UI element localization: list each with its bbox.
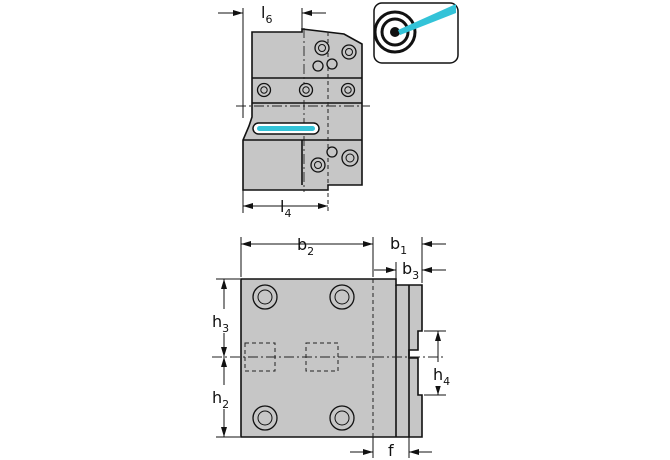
screw-hole bbox=[314, 40, 330, 56]
screw-hole bbox=[318, 44, 326, 52]
arrow-head bbox=[422, 267, 432, 273]
arrow-head bbox=[233, 10, 243, 16]
dimension-h4: h4 bbox=[424, 330, 460, 396]
arrow-head bbox=[302, 10, 312, 16]
label-l6: l6 bbox=[261, 3, 272, 26]
arrow-head bbox=[221, 427, 227, 437]
label-b1: b1 bbox=[390, 234, 407, 257]
coolant-jet bbox=[398, 4, 456, 35]
screw-hole bbox=[310, 157, 326, 173]
bolt-hole bbox=[329, 405, 355, 431]
dimension-f: f bbox=[350, 437, 432, 460]
hidden-pocket bbox=[305, 342, 339, 372]
arrow-head bbox=[318, 203, 328, 209]
dimension-b2: b2 bbox=[240, 235, 374, 277]
bolt-hole bbox=[334, 410, 350, 426]
label-f: f bbox=[388, 441, 394, 460]
bolt-hole bbox=[257, 289, 273, 305]
arrow-head bbox=[409, 449, 419, 455]
arrow-head bbox=[435, 385, 441, 395]
arrow-head bbox=[363, 241, 373, 247]
arrow-head bbox=[221, 347, 227, 357]
dimension-l6: l6 bbox=[218, 3, 326, 118]
label-h4: h4 bbox=[433, 365, 450, 388]
screw-hole bbox=[312, 60, 324, 72]
coolant-target-icon bbox=[373, 2, 459, 64]
label-b3: b3 bbox=[402, 259, 419, 282]
label-h2: h2 bbox=[212, 388, 229, 411]
arrow-head bbox=[221, 279, 227, 289]
screw-hole bbox=[340, 82, 356, 98]
screw-hole bbox=[326, 146, 338, 158]
arrow-head bbox=[386, 267, 396, 273]
label-l4: l4 bbox=[280, 197, 291, 220]
target-center bbox=[390, 27, 400, 37]
label-mask bbox=[430, 362, 460, 386]
front-view: b2 b1 b3 h3 bbox=[210, 234, 460, 460]
dimension-h2: h2 bbox=[210, 357, 240, 438]
label-h3: h3 bbox=[212, 312, 229, 335]
dimension-b3: b3 bbox=[374, 259, 446, 283]
bolt-hole bbox=[257, 410, 273, 426]
arrow-head bbox=[363, 449, 373, 455]
label-mask bbox=[210, 309, 238, 333]
screw-hole bbox=[302, 86, 310, 94]
screw-hole bbox=[256, 82, 272, 98]
dimension-l4: l4 bbox=[242, 190, 328, 220]
bolt-hole bbox=[252, 284, 278, 310]
coolant-slot-fill bbox=[257, 126, 315, 131]
bolt-hole bbox=[334, 289, 350, 305]
arrow-head bbox=[435, 331, 441, 341]
screw-hole bbox=[344, 86, 352, 94]
screw-hole bbox=[345, 153, 355, 163]
label-b2: b2 bbox=[297, 235, 314, 258]
screw-hole bbox=[314, 161, 322, 169]
arrow-head bbox=[221, 357, 227, 367]
bolt-hole bbox=[329, 284, 355, 310]
screw-hole bbox=[345, 48, 353, 56]
arrow-head bbox=[241, 241, 251, 247]
bolt-hole bbox=[252, 405, 278, 431]
top-view: l6 l4 bbox=[218, 2, 459, 220]
screw-hole bbox=[260, 86, 268, 94]
front-view-holes bbox=[252, 284, 355, 431]
arrow-head bbox=[243, 203, 253, 209]
screw-hole bbox=[298, 82, 314, 98]
dimension-h3: h3 bbox=[210, 278, 240, 357]
dimension-b1: b1 bbox=[390, 234, 446, 283]
label-mask bbox=[210, 385, 238, 409]
arrow-head bbox=[422, 241, 432, 247]
screw-hole bbox=[326, 58, 338, 70]
screw-hole bbox=[341, 44, 357, 60]
top-view-holes bbox=[256, 40, 359, 173]
screw-hole bbox=[341, 149, 359, 167]
hidden-pocket bbox=[244, 342, 276, 372]
